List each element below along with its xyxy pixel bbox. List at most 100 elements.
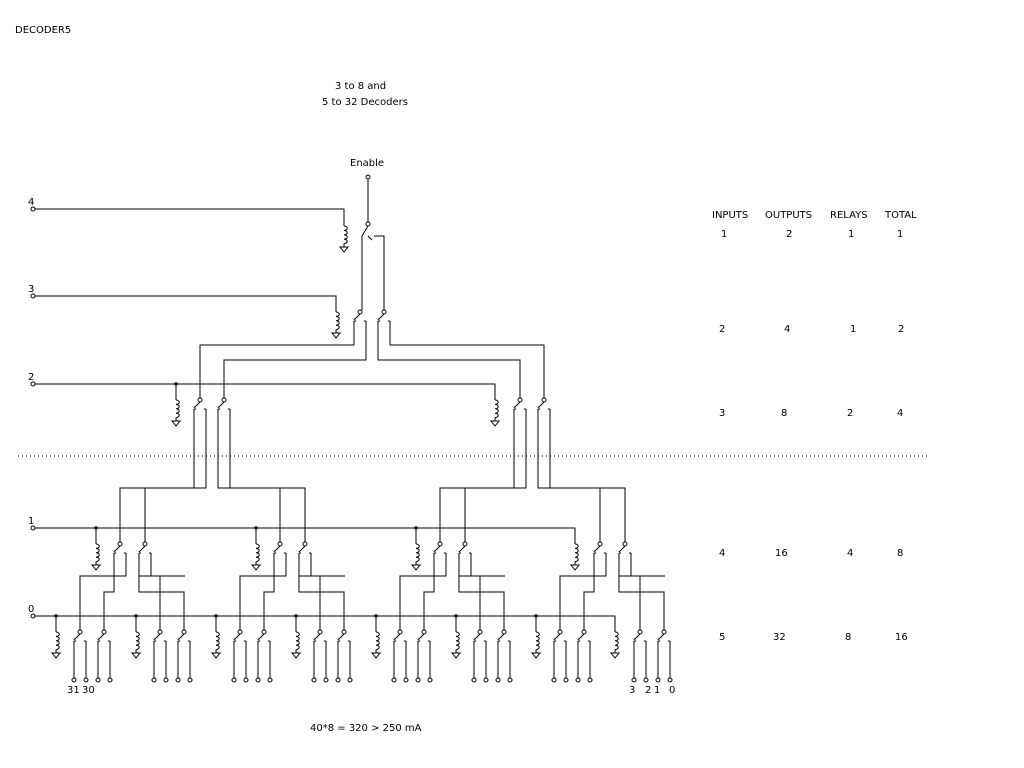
terminal (381, 309, 387, 315)
table-cell: 1 (848, 229, 854, 240)
terminal (335, 677, 341, 683)
wire (633, 633, 641, 641)
wire (233, 633, 241, 641)
terminal (557, 629, 563, 635)
ground-symbol (50, 652, 62, 659)
relay-coil (255, 543, 260, 563)
terminal (365, 221, 371, 227)
table-cell: 2 (719, 324, 725, 335)
terminal (427, 677, 433, 683)
ground-symbol (530, 652, 542, 659)
table-header-relays: RELAYS (830, 210, 868, 221)
ground-symbol (290, 652, 302, 659)
table-cell: 8 (845, 632, 851, 643)
wire (310, 566, 345, 577)
terminal (667, 677, 673, 683)
relay-coil (574, 543, 579, 563)
table-cell: 8 (781, 408, 787, 419)
terminal (83, 677, 89, 683)
enable-label: Enable (350, 158, 384, 169)
page-label: DECODER5 (15, 25, 71, 36)
relay-coil (614, 631, 619, 651)
ground-symbol (489, 420, 501, 427)
terminal (421, 629, 427, 635)
terminal (221, 397, 227, 403)
wire (313, 633, 321, 641)
terminal (71, 677, 77, 683)
wire (377, 313, 385, 321)
table-cell: 3 (719, 408, 725, 419)
terminal (622, 541, 628, 547)
wire (193, 401, 201, 409)
terminal (631, 677, 637, 683)
relay-coil (135, 631, 140, 651)
wire (458, 566, 505, 630)
terminal (437, 541, 443, 547)
wire (119, 422, 195, 542)
ground-symbol (450, 652, 462, 659)
output-label-0: 0 (669, 685, 675, 696)
table-cell: 8 (897, 548, 903, 559)
wire (217, 422, 281, 542)
terminal (357, 309, 363, 315)
input-label-0: 0 (28, 604, 34, 615)
terminal (30, 381, 36, 387)
wire (97, 633, 105, 641)
terminal (231, 677, 237, 683)
ground-symbol (170, 420, 182, 427)
wire (298, 566, 345, 630)
terminal (507, 677, 513, 683)
table-cell: 4 (719, 548, 725, 559)
terminal (107, 677, 113, 683)
wire (35, 383, 496, 400)
relay-coil (175, 399, 180, 419)
relay-coil (375, 631, 380, 651)
table-cell: 2 (786, 229, 792, 240)
terminal (597, 541, 603, 547)
wire (433, 545, 441, 553)
wire (35, 615, 616, 632)
terminal (415, 677, 421, 683)
wire (353, 313, 361, 321)
wire (113, 545, 121, 553)
wire (549, 422, 626, 542)
terminal (255, 677, 261, 683)
terminal (495, 677, 501, 683)
table-header-inputs: INPUTS (712, 210, 748, 221)
wire (619, 575, 641, 630)
wire (299, 575, 321, 630)
input-label-1: 1 (28, 516, 34, 527)
wire (464, 422, 527, 542)
terminal (30, 206, 36, 212)
wire (399, 575, 434, 630)
terminal (471, 677, 477, 683)
wire (657, 633, 665, 641)
table-cell: 1 (897, 229, 903, 240)
terminal (117, 541, 123, 547)
terminal (163, 677, 169, 683)
wire (618, 545, 626, 553)
input-label-3: 3 (28, 284, 34, 295)
ground-symbol (609, 652, 621, 659)
terminal (575, 677, 581, 683)
wire (367, 235, 373, 241)
output-label-31: 31 (67, 685, 80, 696)
terminal (551, 677, 557, 683)
wire (577, 633, 585, 641)
terminal (581, 629, 587, 635)
wire (593, 545, 601, 553)
relay-coil (215, 631, 220, 651)
wire (239, 575, 274, 630)
table-cell: 1 (850, 324, 856, 335)
terminal (477, 629, 483, 635)
terminal (261, 629, 267, 635)
table-cell: 16 (775, 548, 788, 559)
wire (553, 633, 561, 641)
output-label-2: 2 (645, 685, 651, 696)
wire (240, 566, 287, 577)
ground-symbol (410, 564, 422, 571)
ground-symbol (370, 652, 382, 659)
wire (153, 633, 161, 641)
table-cell: 1 (721, 229, 727, 240)
terminal (341, 629, 347, 635)
